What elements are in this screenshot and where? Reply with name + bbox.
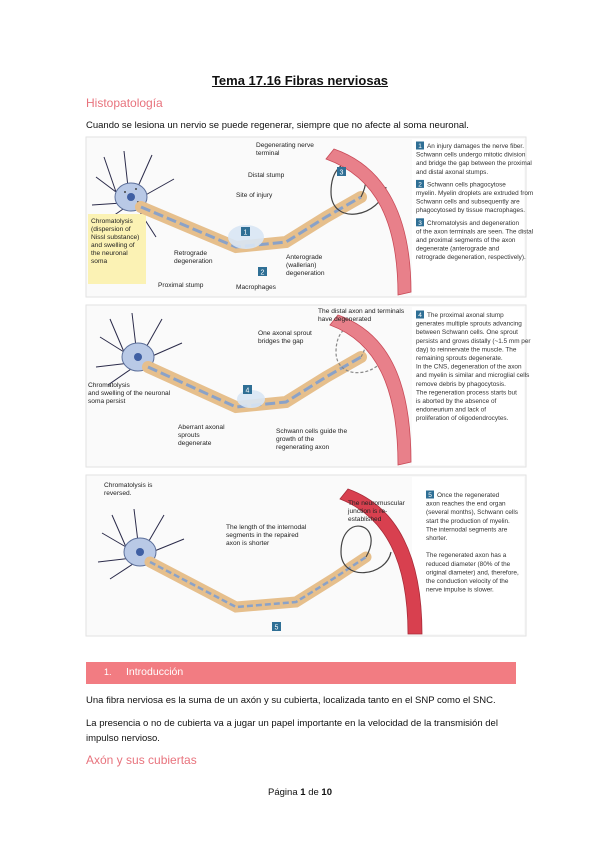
panel-2-side-badge-0: [416, 310, 424, 319]
chromatolysis-note: [88, 214, 146, 284]
label-site-of-injury: Site of injury: [236, 192, 273, 199]
axon-1: [140, 195, 362, 249]
intro-paragraph: Cuando se lesiona un nervio se puede reg…: [86, 120, 469, 131]
section-bar-introduccion: 1. Introducción: [86, 662, 516, 684]
footer-of-word: de: [308, 787, 319, 798]
panel-1-side-text-0: An injury damages the nerve fiber.Schwan…: [416, 143, 532, 176]
axon-2: [147, 355, 362, 409]
badge-1-text: 1: [244, 230, 248, 237]
panel-1-side-badge-1: [416, 179, 424, 188]
section-bar-title: Introducción: [126, 666, 184, 678]
badge-5-text: 5: [275, 625, 279, 632]
badge-4-text: 4: [246, 388, 250, 395]
section-heading-histopatologia: Histopatología: [86, 96, 163, 110]
injury-site: [228, 225, 264, 249]
label-proximal-stump: Proximal stump: [158, 282, 204, 289]
panel-1-side-badge-text-2: 3: [418, 220, 422, 227]
page-footer: Página 1 de 10: [0, 787, 600, 798]
paragraph-fibra: Una fibra nerviosa es la suma de un axón…: [86, 695, 496, 706]
badge-3: [337, 167, 346, 176]
panel-1-side-badge-2: [416, 218, 424, 227]
footer-page-word: Página: [268, 787, 298, 798]
label-macrophages: Macrophages: [236, 284, 277, 291]
badge-2-text: 2: [261, 270, 265, 277]
badge-2: [258, 267, 267, 276]
footer-total-pages: 10: [321, 787, 332, 798]
muscle-1: [325, 148, 412, 296]
panel-1-side-badge-text-0: 1: [418, 143, 422, 150]
panel-3-side-badge-text-0: 5: [428, 492, 432, 499]
badge-3-text: 3: [340, 170, 344, 177]
panel-1-side-badge-0: [416, 141, 424, 150]
panel-1-side-badge-text-1: 2: [418, 181, 422, 188]
muscle-3: [339, 488, 423, 635]
label-anterograde: Anterograde(wallerian)degeneration: [286, 254, 325, 277]
footer-current-page: 1: [300, 787, 306, 798]
section-heading-axon: Axón y sus cubiertas: [86, 753, 197, 767]
label-distal-stump: Distal stump: [248, 172, 285, 179]
axon-3: [149, 555, 367, 609]
sprout-gap: [237, 390, 265, 408]
degenerated-terminal: [335, 325, 387, 374]
panel-3-side-badge-0: [426, 490, 434, 499]
badge-5: [272, 622, 281, 631]
panel-3-side-box: [412, 477, 524, 634]
badge-4: [243, 385, 252, 394]
panel-1-side-box: [412, 139, 524, 295]
muscle-2: [329, 314, 412, 466]
panel-2-side-badge-text-0: 4: [418, 312, 422, 319]
page-title: Tema 17.16 Fibras nerviosas: [211, 73, 389, 88]
panel-2-side-box: [412, 307, 524, 465]
reestablished-terminal: [340, 525, 392, 574]
paragraph-cubierta: La presencia o no de cubierta va a jugar…: [86, 718, 498, 744]
badge-1: [241, 227, 250, 236]
section-bar-number: 1.: [104, 667, 112, 677]
